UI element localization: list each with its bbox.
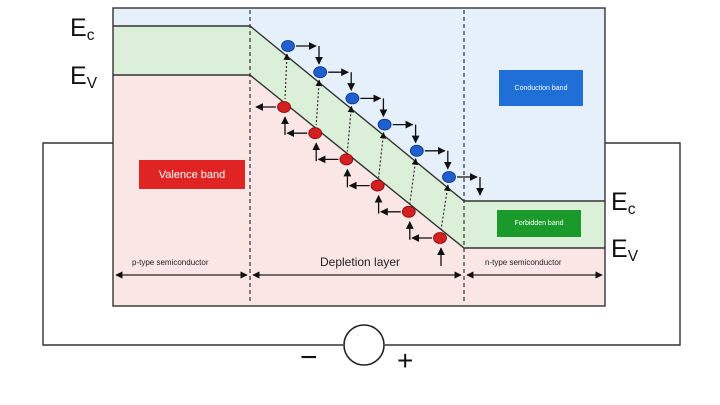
forbidden-band-badge: Forbidden band [497, 210, 581, 237]
hole [339, 153, 354, 166]
hole [308, 127, 323, 140]
positive-terminal-sign: + [397, 345, 414, 376]
carrier-link-arrow [283, 53, 291, 100]
n-type-label: n-type semiconductor [485, 258, 562, 267]
electron [281, 40, 295, 52]
electron [442, 171, 456, 183]
carrier-group [255, 40, 484, 266]
hole [277, 101, 291, 113]
battery-symbol [343, 324, 385, 366]
carrier-link-arrow [440, 184, 451, 231]
electron [377, 118, 392, 131]
forbidden-band-region [113, 26, 605, 248]
left-ec-label: Ec [70, 14, 95, 44]
left-ev-label: EV [70, 62, 98, 92]
circuit-wire-left [42, 142, 343, 346]
diagram-frame [112, 7, 606, 307]
right-ec-label: Ec [611, 188, 636, 218]
right-ev-label: EV [611, 235, 639, 265]
conduction-band-edge [113, 25, 605, 202]
electron [313, 66, 328, 79]
electron [409, 144, 424, 157]
carrier-link-arrow [346, 105, 355, 152]
hole [401, 205, 416, 218]
depletion-boundaries [249, 10, 465, 304]
carrier-link-arrow [315, 79, 323, 126]
depletion-layer-label: Depletion layer [320, 255, 401, 269]
conduction-band-badge: Conduction band [499, 70, 583, 106]
p-type-label: p-type semiconductor [132, 258, 209, 267]
hole [370, 179, 385, 192]
electron [345, 92, 360, 105]
circuit-wire-right [385, 142, 681, 346]
carrier-link-arrow [409, 158, 419, 204]
carrier-link-arrow [378, 131, 387, 178]
hole [433, 232, 447, 244]
negative-terminal-sign: − [300, 341, 318, 374]
external-circuit [42, 142, 681, 366]
band-regions [112, 7, 606, 307]
valence-band-edge [113, 74, 605, 249]
valence-band-badge: Valence band [139, 160, 245, 189]
